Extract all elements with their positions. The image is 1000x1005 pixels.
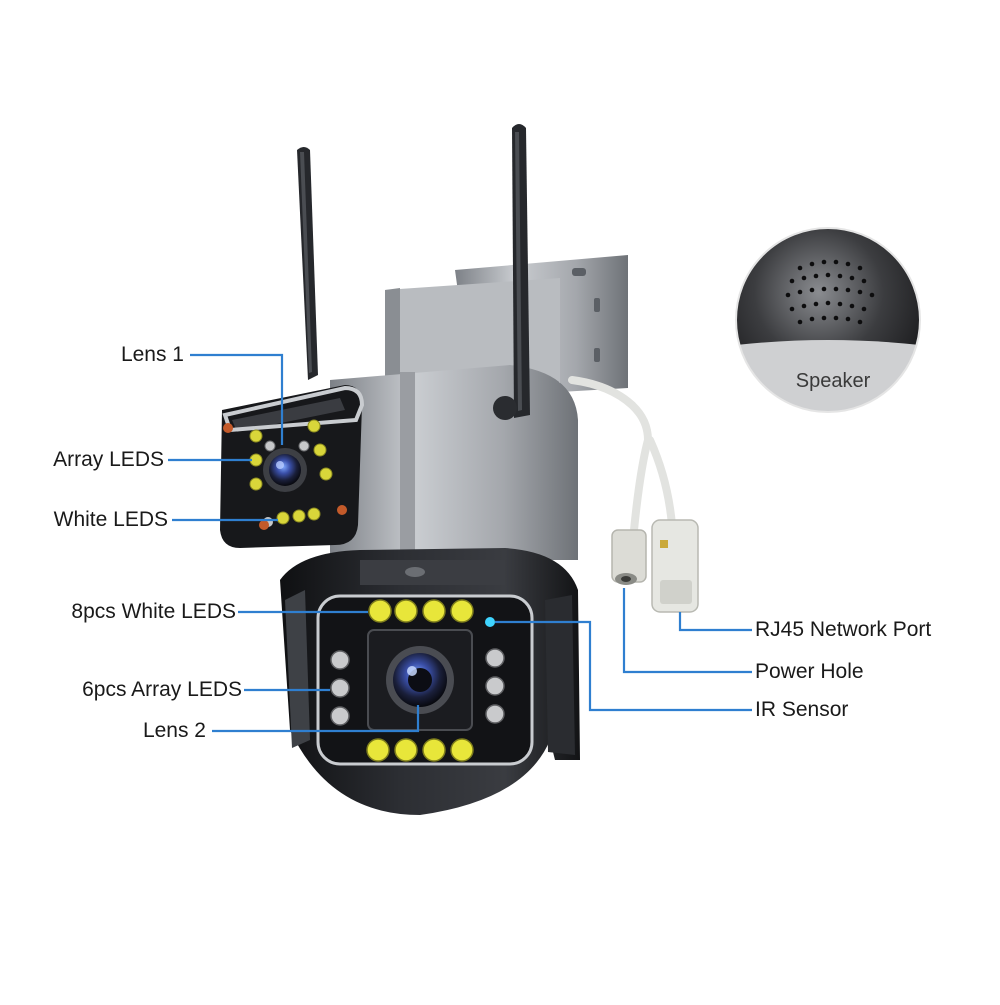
white-leds-bottom-row [366,738,474,762]
array-leds-left-column [330,650,350,726]
callout-ir-sensor [495,620,752,712]
white-leds-top-row [368,599,474,623]
power-plug [611,529,647,585]
label-power-hole: Power Hole [755,660,864,683]
callout-lens1 [190,353,284,445]
lens1-module [220,385,365,548]
callout-power-hole [622,588,752,674]
upper-housing [330,365,578,560]
speaker-inset: Speaker [735,227,921,413]
label-ir-sensor: IR Sensor [755,698,849,721]
label-rj45-network-port: RJ45 Network Port [755,618,932,641]
label-6pcs-array-leds: 6pcs Array LEDS [82,678,242,701]
antenna-right [493,124,530,420]
antenna-left [297,147,318,380]
cable [568,376,676,534]
label-lens-1: Lens 1 [120,343,184,366]
label-8pcs-white-leds: 8pcs White LEDS [71,600,236,623]
label-white-leds: White LEDS [53,508,168,531]
rj45-connector [651,519,699,613]
array-leds-right-column [485,648,505,724]
callout-lines [168,353,752,733]
speaker-label: Speaker [796,370,871,392]
label-lens-2: Lens 2 [142,719,206,742]
lower-dome [280,548,580,815]
label-array-leds: Array LEDS [53,448,164,471]
callout-lens2 [212,705,420,733]
callout-rj45 [678,612,752,632]
